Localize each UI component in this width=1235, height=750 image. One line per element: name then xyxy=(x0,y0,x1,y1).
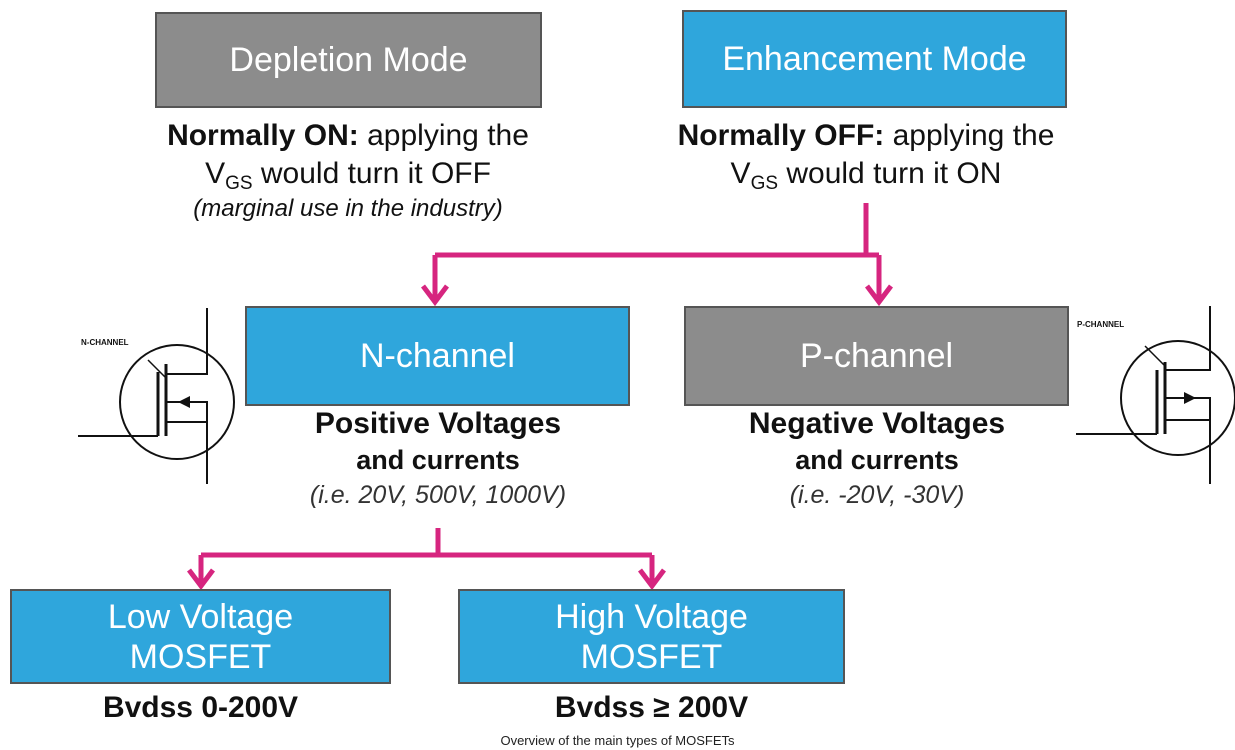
nchannel-note: (i.e. 20V, 500V, 1000V) xyxy=(309,481,567,509)
pchannel-note: (i.e. -20V, -30V) xyxy=(789,481,965,509)
enhancement-to-channels-connector xyxy=(432,203,882,298)
enhancement-vgs-v: V xyxy=(730,157,751,190)
pchannel-negative-voltages: Negative Voltages xyxy=(748,407,1006,440)
nchannel-box: N-channel xyxy=(245,306,630,406)
high-voltage-box: High Voltage MOSFET xyxy=(458,589,845,684)
low-voltage-title-line2: MOSFET xyxy=(129,637,272,676)
nchannel-mosfet-symbol xyxy=(78,308,235,484)
enhancement-vgs-sub: GS xyxy=(750,173,779,194)
nchannel-positive-voltages: Positive Voltages xyxy=(314,407,562,440)
figure-caption: Overview of the main types of MOSFETs xyxy=(500,733,735,748)
pchannel-title: P-channel xyxy=(799,337,954,375)
high-voltage-title-line1: High Voltage xyxy=(555,597,748,636)
arrowhead-high-voltage xyxy=(638,568,666,591)
enhancement-mode-title: Enhancement Mode xyxy=(722,40,1027,78)
low-voltage-title-line1: Low Voltage xyxy=(107,597,294,636)
arrowhead-low-voltage xyxy=(187,568,215,591)
nchannel-to-voltage-connector xyxy=(198,528,655,582)
nchannel-description: Positive Voltages and currents (i.e. 20V… xyxy=(238,406,638,512)
depletion-vgs-sub: GS xyxy=(225,173,253,194)
pchannel-symbol-label: P-CHANNEL xyxy=(1077,320,1124,329)
arrowhead-pchannel xyxy=(865,284,893,307)
depletion-line2-rest: would turn it OFF xyxy=(252,157,491,190)
low-voltage-spec: Bvdss 0-200V xyxy=(102,691,299,724)
enhancement-line1-rest: applying the xyxy=(884,119,1055,152)
nchannel-and-currents: and currents xyxy=(356,445,520,475)
enhancement-line2-rest: would turn it ON xyxy=(778,157,1002,190)
low-voltage-box: Low Voltage MOSFET xyxy=(10,589,391,684)
depletion-mode-box: Depletion Mode xyxy=(155,12,542,108)
pchannel-mosfet-symbol xyxy=(1076,306,1235,484)
enhancement-mode-description: Normally OFF: applying the VGS would tur… xyxy=(650,117,1082,193)
nchannel-symbol-label: N-CHANNEL xyxy=(81,338,129,347)
pchannel-box: P-channel xyxy=(684,306,1069,406)
pchannel-description: Negative Voltages and currents (i.e. -20… xyxy=(677,406,1077,512)
arrowhead-nchannel xyxy=(421,284,449,307)
depletion-vgs-v: V xyxy=(205,157,226,190)
depletion-mode-description: Normally ON: applying the VGS would turn… xyxy=(148,117,548,225)
nchannel-title: N-channel xyxy=(360,337,515,375)
depletion-mode-title: Depletion Mode xyxy=(229,41,468,79)
enhancement-mode-box: Enhancement Mode xyxy=(682,10,1067,108)
enhancement-normally-off: Normally OFF: xyxy=(677,119,885,152)
pchannel-and-currents: and currents xyxy=(795,445,959,475)
high-voltage-title-line2: MOSFET xyxy=(580,637,723,676)
high-voltage-spec: Bvdss ≥ 200V xyxy=(554,691,749,724)
depletion-note: (marginal use in the industry) xyxy=(193,195,503,222)
depletion-line1-rest: applying the xyxy=(358,119,529,152)
depletion-normally-on: Normally ON: xyxy=(167,119,359,152)
